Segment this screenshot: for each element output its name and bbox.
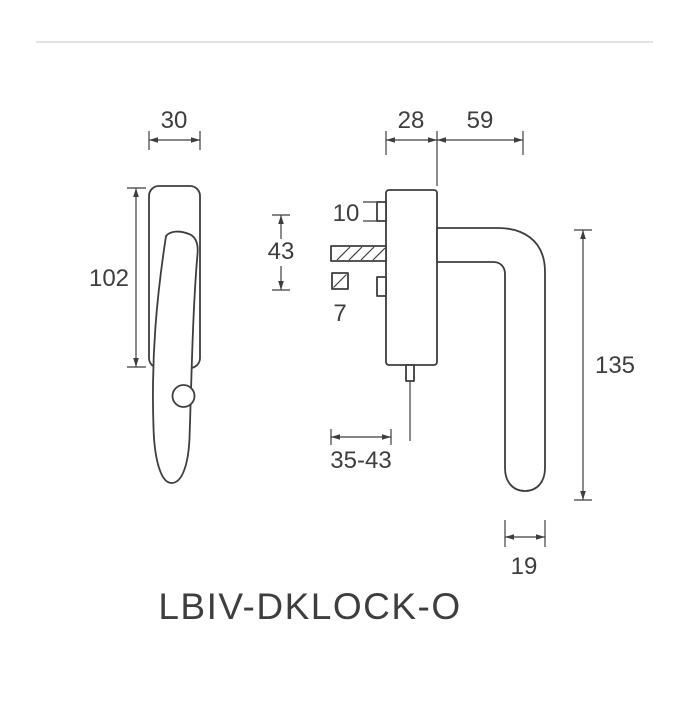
dim-label-handle-height: 135 — [595, 352, 635, 379]
arrowhead — [278, 215, 284, 224]
lock-cylinder-circle — [171, 384, 196, 408]
spindle-outline — [330, 245, 387, 262]
arrowhead — [514, 137, 523, 143]
arrowhead — [428, 137, 437, 143]
spindle-hatch-line — [372, 247, 386, 261]
arrowhead — [133, 188, 139, 197]
fixing-screw-head — [405, 364, 415, 382]
arrowhead — [331, 434, 340, 440]
spindle-square-diagonal — [333, 274, 347, 288]
rosette-outline — [385, 189, 438, 366]
arrowhead — [536, 534, 545, 540]
spindle-hatch-line — [348, 246, 363, 261]
dim-label-rosette-width: 28 — [398, 107, 425, 134]
dimension-rosette-and-arm: 28 59 — [385, 107, 524, 186]
dim-label-arm-length: 59 — [467, 107, 494, 134]
arrowhead — [278, 281, 284, 290]
dimension-lug-height: 10 — [333, 200, 380, 227]
dimension-front-height: 102 — [89, 187, 146, 368]
dim-label-lug-height: 10 — [333, 200, 360, 227]
dim-label-spindle-length: 35-43 — [330, 447, 391, 474]
dim-label-backset-height: 43 — [268, 238, 295, 265]
arrowhead — [382, 434, 391, 440]
fixing-lug-bottom — [376, 276, 387, 297]
side-view — [436, 227, 546, 492]
front-lever-outline — [152, 230, 199, 484]
dim-label-front-width: 30 — [161, 107, 188, 134]
front-view — [148, 185, 201, 484]
side-handle-outline — [436, 227, 546, 492]
section-view — [330, 189, 438, 441]
arrowhead — [580, 491, 586, 500]
arrowhead — [149, 137, 158, 143]
dimension-grip-width: 19 — [504, 520, 546, 580]
dimension-spindle-length: 35-43 — [330, 429, 392, 474]
fixing-lug-top — [376, 201, 387, 222]
dim-label-grip-width: 19 — [511, 553, 538, 580]
dimension-handle-height: 135 — [574, 229, 635, 501]
spindle-hatch-line — [336, 246, 351, 261]
dimension-spindle-square: 7 — [333, 300, 346, 327]
arrowhead — [133, 358, 139, 367]
dimension-front-width: 30 — [148, 107, 201, 150]
product-code: LBIV-DKLOCK-O — [158, 586, 461, 627]
dim-label-front-height: 102 — [89, 265, 129, 292]
spindle-hatch-line — [360, 246, 375, 261]
arrowhead — [437, 137, 446, 143]
arrowhead — [191, 137, 200, 143]
arrowhead — [505, 534, 514, 540]
arrowhead — [386, 137, 395, 143]
dimension-backset-height: 43 — [268, 214, 295, 291]
dim-label-spindle-square: 7 — [333, 300, 346, 327]
arrowhead — [580, 230, 586, 239]
